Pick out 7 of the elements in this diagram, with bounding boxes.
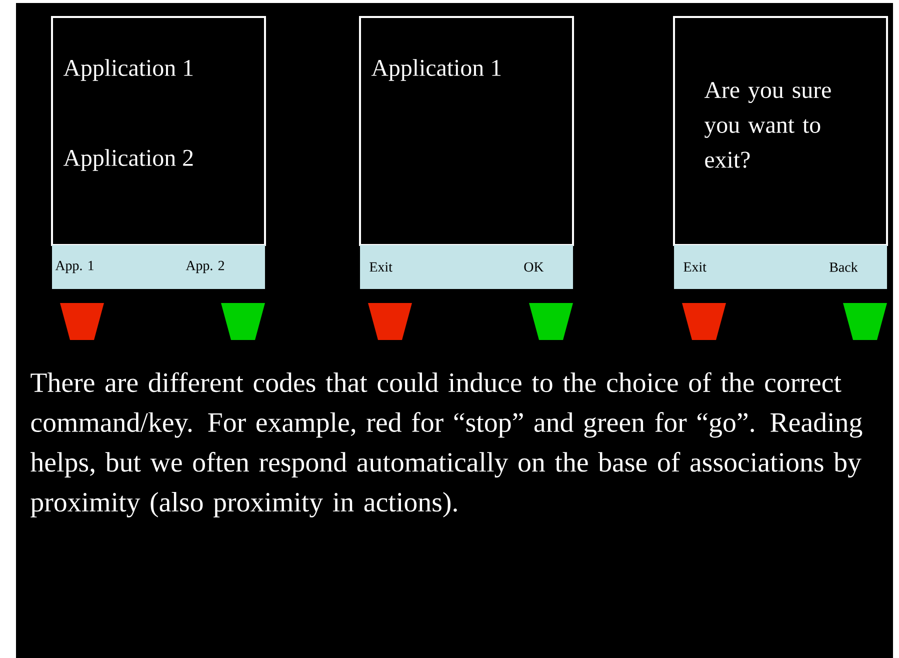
paragraph: There are different codes that could induce to the choice of the correct command/key. For example, red for “stop” and green for “go”. Reading helps, but we often respond automatically on the base of associations by proximity (also proximity in actions). xyxy=(30,372,862,518)
screen-box: Application 1 xyxy=(359,16,574,246)
screen-box: Application 1 Application 2 xyxy=(51,16,266,246)
softkey-bar: App. 1 App. 2 xyxy=(52,245,265,289)
softkey-bar: Exit Back xyxy=(674,245,887,289)
softkey-bar: Exit OK xyxy=(360,245,573,289)
screen-box: Are you sure you want to exit? xyxy=(673,16,888,246)
